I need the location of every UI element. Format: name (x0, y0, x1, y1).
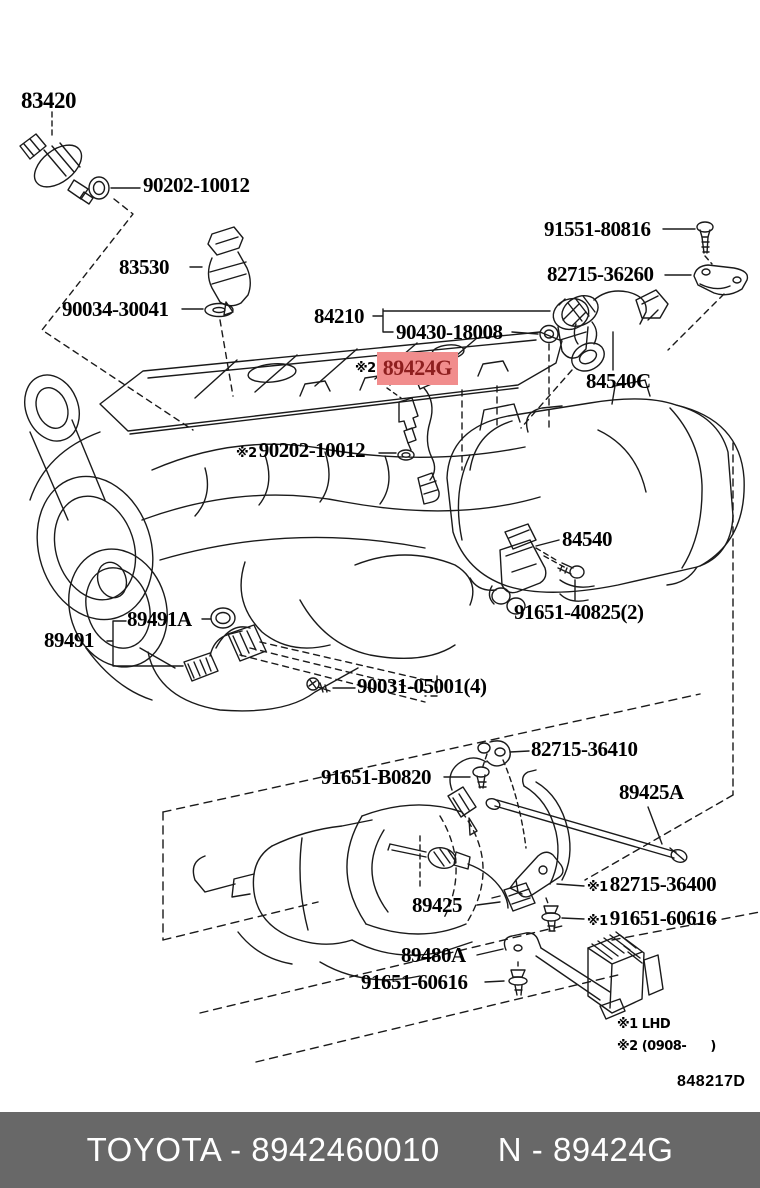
part-label-90202-10012-mid: ※2 90202-10012 (236, 438, 366, 462)
part-number: 89425 (412, 893, 463, 917)
part-number: 91651-60616 (609, 906, 717, 930)
sensor-83530-drawing (181, 226, 251, 397)
part-label-89491a: 89491A (127, 609, 192, 630)
sensor-89480a-drawing (476, 931, 664, 1020)
part-label-89491: 89491 (44, 628, 95, 652)
part-number: 84210 (314, 304, 365, 328)
part-label-89425: 89425 (412, 893, 463, 917)
sensor-89425-drawing (387, 835, 536, 912)
part-number: 91651-B0820 (321, 765, 432, 789)
part-label-89425a: 89425A (619, 782, 684, 803)
part-number: 90430-18008 (396, 320, 503, 344)
part-label-84540: 84540 (562, 527, 613, 551)
part-number: 84540 (562, 527, 613, 551)
engine-block-drawing (29, 431, 541, 712)
part-label-91651-b0820: 91651-B0820 (321, 765, 432, 789)
highlighted-part-89424g: ※2 89424G (355, 352, 458, 385)
part-84210-drawing (372, 297, 590, 471)
part-label-82715-36410: 82715-36410 (531, 739, 638, 760)
part-number: 89425A (619, 780, 684, 804)
part-label-89480a: 89480A (401, 945, 466, 966)
belt-pulleys-drawing (24, 374, 176, 669)
footer-bar: TOYOTA - 8942460010 N - 89424G (0, 1112, 760, 1188)
note-ref-prefix: ※2 (236, 446, 257, 461)
part-number: 91551-80816 (544, 217, 651, 241)
note-ref-prefix: ※2 (355, 361, 376, 376)
part-label-90430-18008: 90430-18008 (396, 322, 503, 343)
part-label-83530: 83530 (119, 255, 170, 279)
part-number: 89491A (127, 607, 192, 631)
part-number: 89480A (401, 943, 466, 967)
part-number: 82715-36410 (531, 737, 638, 761)
part-number: 91651-40825(2) (514, 600, 644, 624)
bracket-82715-36260-drawing (662, 221, 749, 351)
part-number: 90034-30041 (62, 297, 169, 321)
underbody-dashed-lines (162, 693, 760, 1063)
highlight-box: 89424G (376, 352, 458, 385)
switch-84540-drawing (488, 523, 585, 615)
footer-part-fullcode: TOYOTA - 8942460010 (86, 1131, 440, 1168)
part-label-91651-40825: 91651-40825(2) (514, 600, 644, 624)
part-number: 90031-05001(4) (357, 674, 487, 698)
part-label-90202-10012-top: 90202-10012 (143, 175, 250, 196)
note-ref-prefix: ※1 (587, 914, 608, 929)
sensor-89491-drawing (106, 607, 438, 703)
sensor-84540c-drawing (520, 289, 669, 429)
exhaust-drawing (192, 769, 571, 981)
footer-part-shortcode: N - 89424G (497, 1131, 674, 1168)
transmission-drawing (446, 379, 745, 881)
part-number: 83420 (21, 88, 77, 113)
part-label-84210: 84210 (314, 304, 365, 328)
part-label-90031-05001: 90031-05001(4) (357, 674, 487, 698)
part-number: 89491 (44, 628, 95, 652)
part-label-83420: 83420 (21, 88, 77, 113)
part-label-82715-36400: ※1 82715-36400 (587, 872, 717, 896)
part-number: 90202-10012 (143, 173, 250, 197)
rod-89425a-drawing (485, 798, 688, 863)
part-number: 84540C (586, 369, 651, 393)
part-number: 82715-36260 (547, 262, 654, 286)
bracket-36400-drawing (509, 851, 585, 932)
valve-cover-drawing (99, 331, 563, 435)
part-number: 91651-60616 (361, 970, 468, 994)
part-label-91651-60616-b: 91651-60616 (361, 972, 468, 993)
engine-diagram-art (19, 111, 760, 1063)
sensor-clamp-drawing (443, 740, 530, 849)
part-label-82715-36260: 82715-36260 (547, 264, 654, 285)
part-number: 83530 (119, 255, 170, 279)
sensor-83420-drawing (19, 111, 194, 431)
part-label-84540c: 84540C (586, 371, 651, 392)
footnote-lhd: ※1 LHD (617, 1017, 671, 1032)
part-label-91651-60616-a: ※1 91651-60616 (587, 906, 717, 930)
part-label-90034-30041: 90034-30041 (62, 299, 169, 320)
part-number: 90202-10012 (258, 438, 366, 462)
part-label-91551-80816: 91551-80816 (544, 219, 651, 240)
diagram-ref-code: 848217D (677, 1073, 746, 1090)
footnote-date-range: ※2 (0908- ) (617, 1039, 716, 1054)
note-ref-prefix: ※1 (587, 880, 608, 895)
part-number: 82715-36400 (609, 872, 717, 896)
